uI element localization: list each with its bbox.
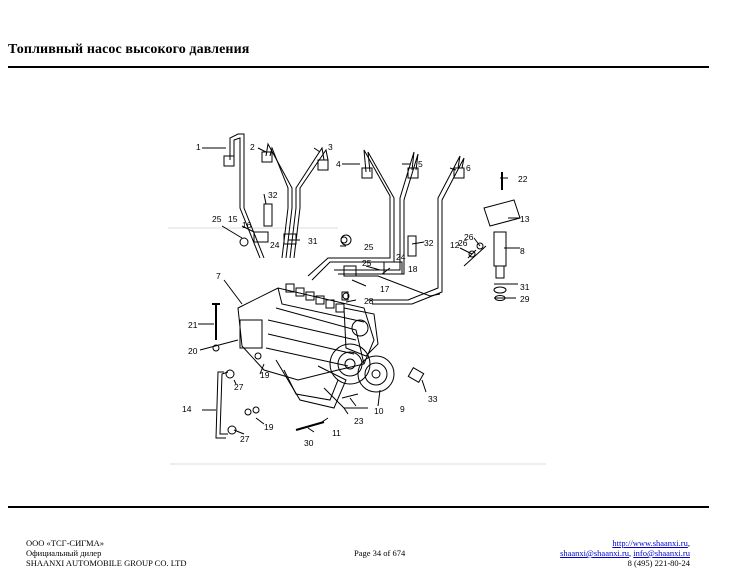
callout-label: 30 <box>304 438 314 448</box>
callout-label: 33 <box>428 394 438 404</box>
callout-label: 17 <box>380 284 390 294</box>
fuel-pump-drawing: 1 2 3 4 5 6 7 8 10 9 11 12 13 14 15 16 1… <box>168 133 546 465</box>
callout-label: 25 <box>364 242 374 252</box>
callout-label: 25 <box>212 214 222 224</box>
company-name: ООО «ТСГ-СИГМА» <box>26 538 104 548</box>
callout-label: 25 <box>362 258 372 268</box>
callout-label: 32 <box>268 190 278 200</box>
footer-company-block: ООО «ТСГ-СИГМА» Официальный дилер SHAANX… <box>26 538 187 568</box>
callout-label: 32 <box>424 238 434 248</box>
callout-label: 29 <box>520 294 530 304</box>
callout-label: 1 <box>196 142 201 152</box>
callout-label: 19 <box>264 422 274 432</box>
website-suffix: , <box>687 538 690 548</box>
footer-divider <box>8 506 709 508</box>
email-separator: , <box>629 548 634 558</box>
callout-label: 5 <box>418 159 423 169</box>
website-link[interactable]: http://www.shaanxi.ru <box>612 538 688 548</box>
callout-label: 24 <box>270 240 280 250</box>
page-counter: Page 34 of 674 <box>354 548 406 558</box>
footer-contacts-block: http://www.shaanxi.ru, shaanxi@shaanxi.r… <box>560 538 690 568</box>
callout-label: 27 <box>240 434 250 444</box>
callout-label: 9 <box>400 404 405 414</box>
callout-label: 27 <box>234 382 244 392</box>
group-name: SHAANXI AUTOMOBILE GROUP CO. LTD <box>26 558 187 568</box>
callout-label: 6 <box>466 163 471 173</box>
email-link-shaanxi[interactable]: shaanxi@shaanxi.ru <box>560 548 630 558</box>
callout-label: 4 <box>336 159 341 169</box>
callout-label: 21 <box>188 320 198 330</box>
callout-label: 13 <box>520 214 530 224</box>
callout-label: 16 <box>242 220 252 230</box>
callout-label: 28 <box>364 296 374 306</box>
callout-label: 12 <box>450 240 460 250</box>
callout-label: 14 <box>182 404 192 414</box>
callout-label: 24 <box>396 252 406 262</box>
callout-label: 20 <box>188 346 198 356</box>
page-title: Топливный насос высокого давления <box>8 42 250 57</box>
callout-label: 18 <box>408 264 418 274</box>
callout-label: 8 <box>520 246 525 256</box>
callout-label: 2 <box>250 142 255 152</box>
callout-label: 31 <box>308 236 318 246</box>
callout-label: 19 <box>260 370 270 380</box>
callout-label: 22 <box>518 174 528 184</box>
callout-label: 31 <box>520 282 530 292</box>
callout-label: 10 <box>374 406 384 416</box>
callout-label: 7 <box>216 271 221 281</box>
dealer-label: Официальный дилер <box>26 548 102 558</box>
callout-label: 26 <box>458 238 468 248</box>
callout-label: 23 <box>354 416 364 426</box>
header-divider <box>8 66 709 68</box>
email-link-info[interactable]: info@shaanxi.ru <box>633 548 690 558</box>
callout-label: 11 <box>332 428 341 438</box>
callout-label: 26 <box>464 232 474 242</box>
phone-number: 8 (495) 221-80-24 <box>627 558 690 568</box>
callout-label: 15 <box>228 214 238 224</box>
exploded-diagram: 1 2 3 4 5 6 7 8 10 9 11 12 13 14 15 16 1… <box>168 108 560 470</box>
callout-label: 3 <box>328 142 333 152</box>
